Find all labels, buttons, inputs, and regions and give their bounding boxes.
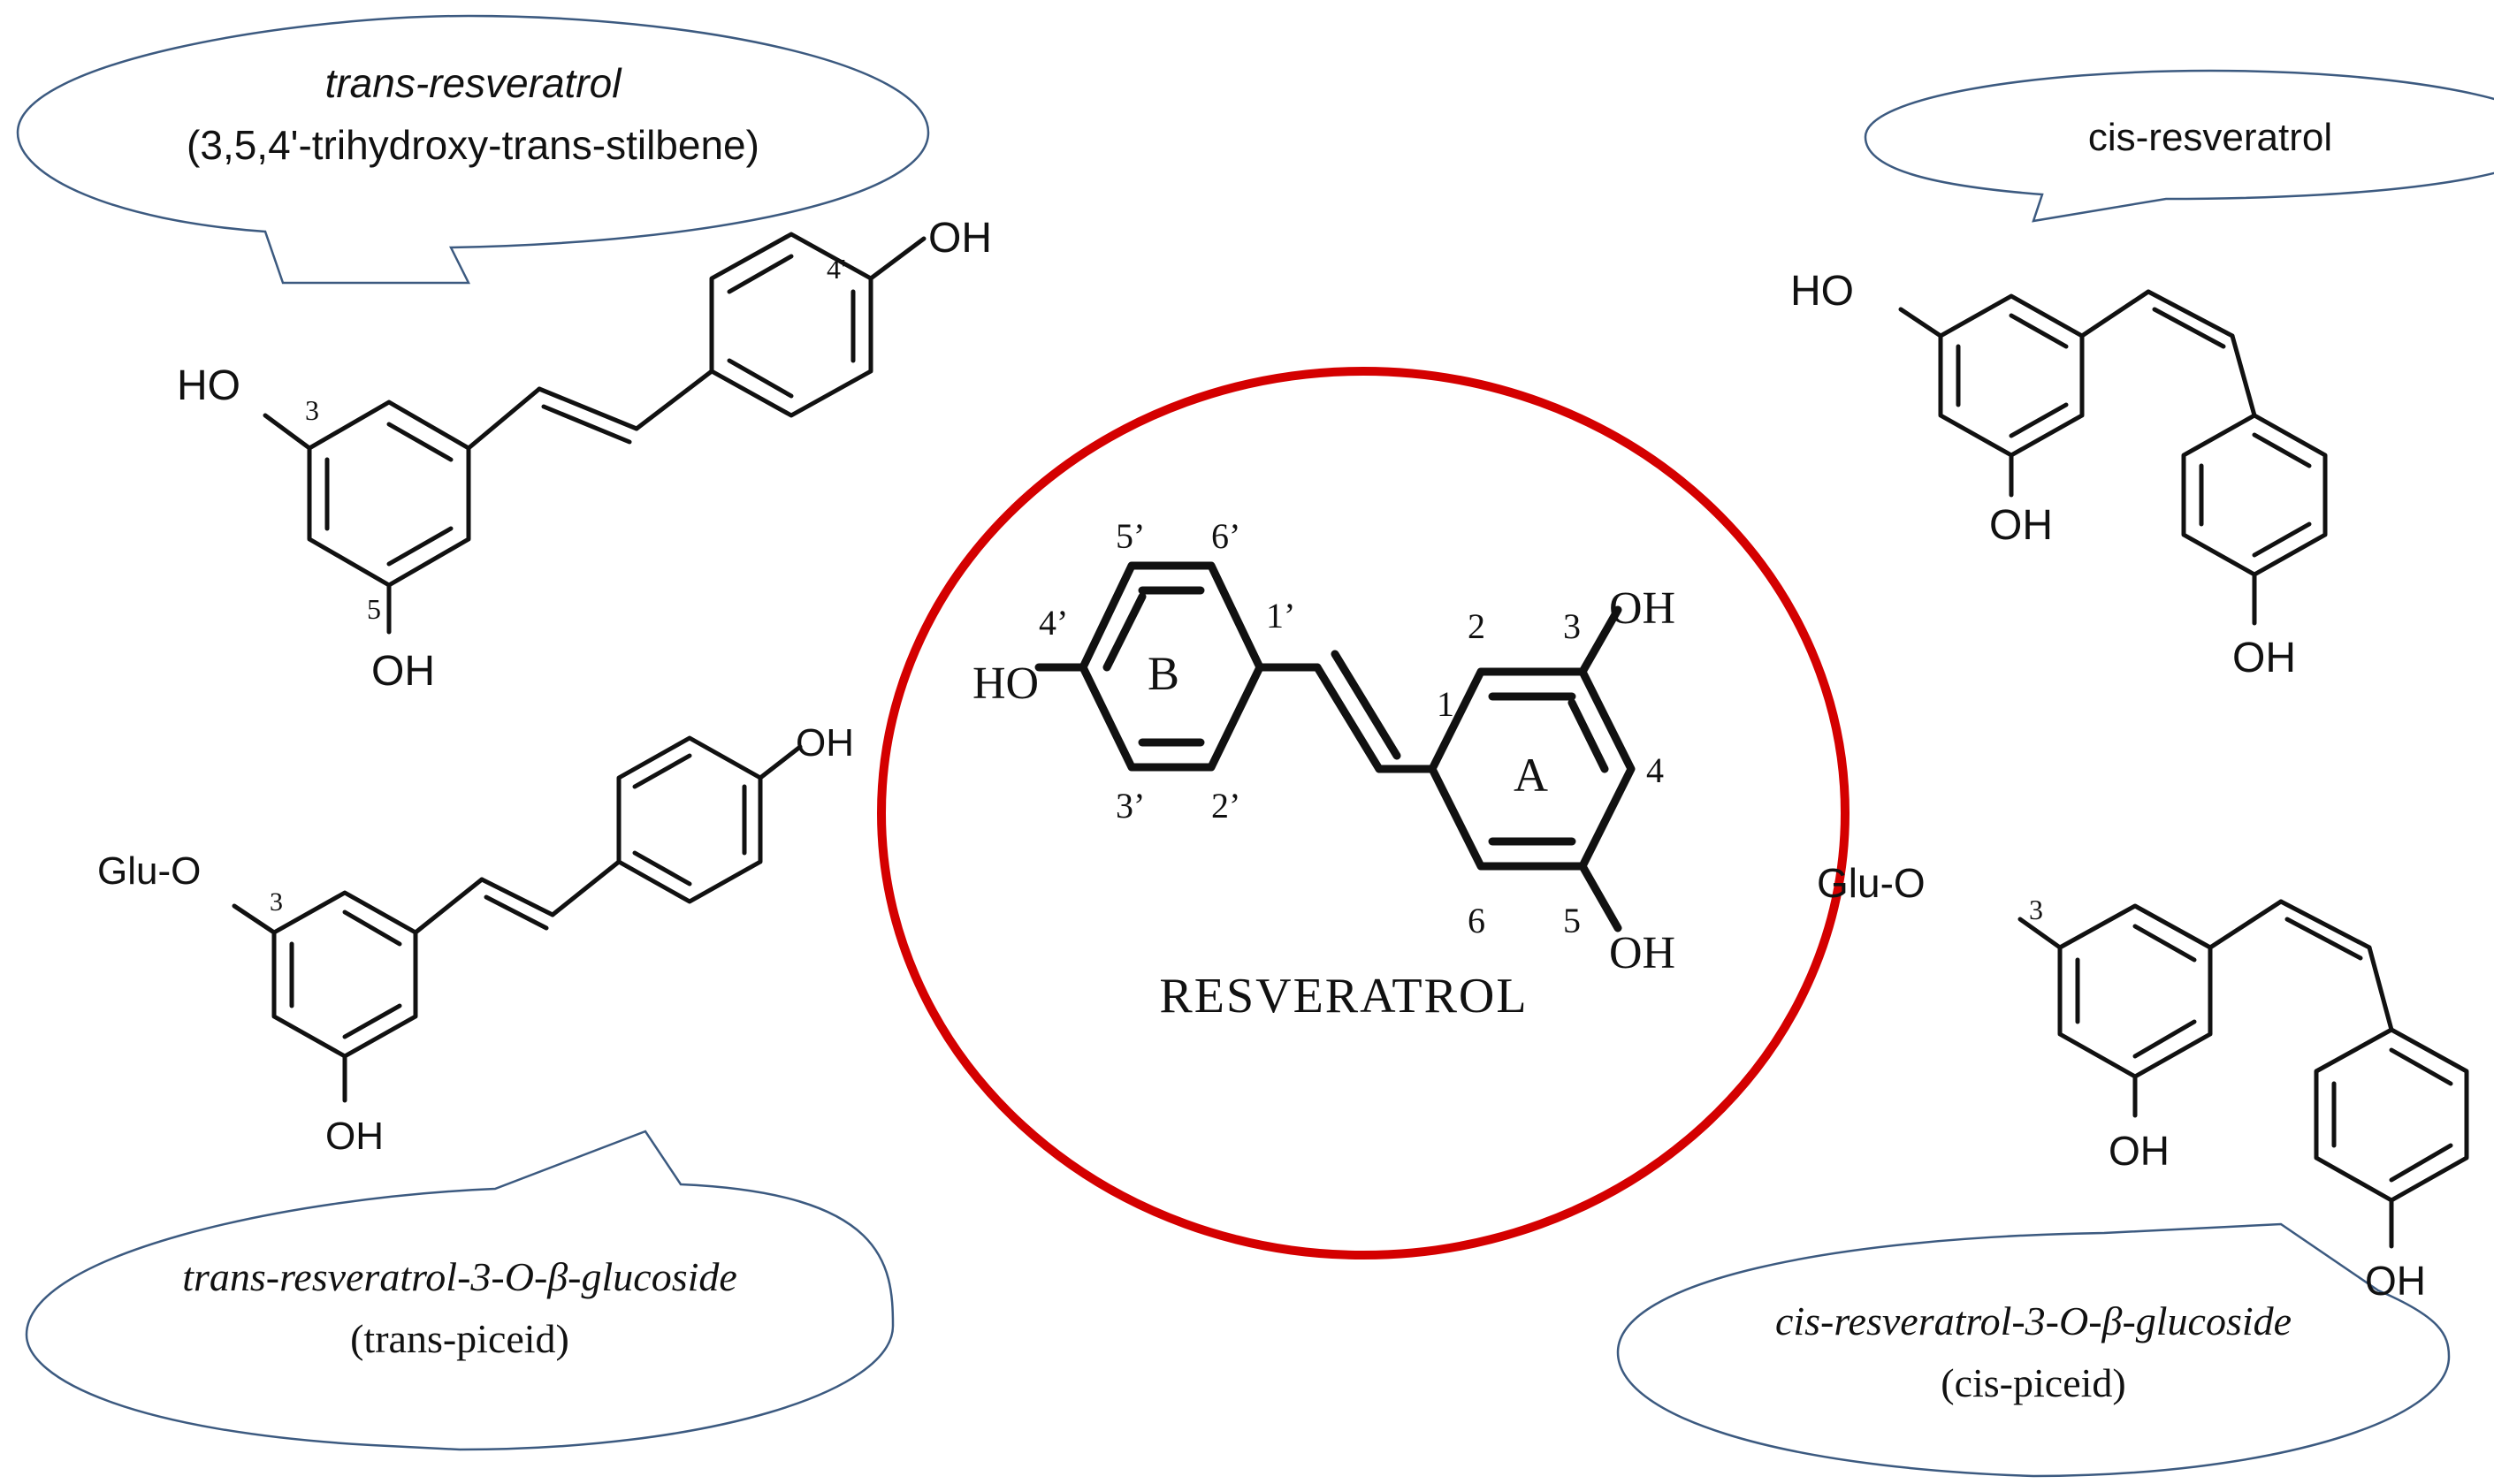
- cis-res-oh-5: OH: [1989, 502, 2053, 549]
- bubble-shape: [1864, 69, 2494, 223]
- trans-resveratrol-structure: HO 3 5 OH 4' OH: [177, 215, 992, 695]
- bubble-cis-resveratrol: cis-resveratrol: [1864, 69, 2494, 223]
- central-resveratrol: HO OH OH B A 4’ 5’ 6’ 1’ 3’ 2’ 1 2 3 4 5…: [877, 367, 1850, 1259]
- cis-piceid-glu-o: Glu-O: [1817, 860, 1926, 906]
- trans-res-pos-5: 5: [367, 593, 381, 625]
- cis-piceid-pos-3: 3: [2029, 894, 2043, 925]
- position-4p: 4’: [1039, 603, 1068, 643]
- trans-piceid-glu-o: Glu-O: [97, 849, 201, 893]
- position-5: 5: [1563, 901, 1581, 940]
- cis-piceid-title: cis-resveratrol-3-O-β-glucoside: [1775, 1298, 2292, 1343]
- trans-piceid-common-name: (trans-piceid): [350, 1316, 569, 1361]
- trans-piceid-title: trans-resveratrol-3-O-β-glucoside: [182, 1254, 737, 1299]
- central-structure: [1034, 561, 1636, 932]
- position-1p: 1’: [1266, 596, 1295, 635]
- cis-piceid-common-name: (cis-piceid): [1941, 1360, 2125, 1405]
- cis-resveratrol-title: cis-resveratrol: [2088, 116, 2332, 159]
- cis-resveratrol-structure: HO OH OH: [1790, 268, 2328, 681]
- position-6p: 6’: [1211, 516, 1240, 556]
- trans-res-oh-4p: OH: [928, 215, 992, 262]
- trans-piceid-structure: Glu-O 3 OH OH: [97, 721, 854, 1158]
- trans-res-pos-3: 3: [305, 394, 319, 426]
- central-oh-5-label: OH: [1609, 928, 1675, 978]
- ring-a-label: A: [1514, 749, 1548, 802]
- central-oh-3-label: OH: [1609, 583, 1675, 634]
- trans-resveratrol-title: trans-resveratrol: [325, 60, 623, 106]
- cis-res-oh-4p: OH: [2232, 635, 2296, 681]
- position-2p: 2’: [1211, 786, 1240, 826]
- cis-piceid-oh-4p: OH: [2365, 1258, 2426, 1304]
- bubble-cis-piceid: cis-resveratrol-3-O-β-glucoside (cis-pic…: [1616, 1222, 2451, 1478]
- cis-res-ho-3: HO: [1790, 268, 1854, 315]
- position-3p: 3’: [1116, 786, 1145, 826]
- bubble-trans-resveratrol: trans-resveratrol (3,5,4'-trihydroxy-tra…: [16, 14, 930, 285]
- central-red-ring: [877, 367, 1850, 1259]
- trans-res-ho-3: HO: [177, 362, 240, 409]
- cis-piceid-oh-5: OH: [2109, 1128, 2170, 1174]
- position-2: 2: [1468, 606, 1485, 646]
- ring-b-label: B: [1148, 647, 1179, 700]
- trans-piceid-oh-4p: OH: [796, 721, 854, 765]
- trans-piceid-pos-3: 3: [270, 887, 283, 917]
- trans-resveratrol-systematic-name: (3,5,4'-trihydroxy-trans-stilbene): [187, 122, 759, 168]
- resveratrol-label: RESVERATROL: [1159, 969, 1528, 1024]
- bubble-trans-piceid: trans-resveratrol-3-O-β-glucoside (trans…: [25, 1130, 895, 1451]
- position-5p: 5’: [1116, 516, 1145, 556]
- bubble-shape: [1616, 1222, 2451, 1478]
- trans-piceid-oh-5: OH: [325, 1115, 384, 1158]
- bubble-shape: [25, 1130, 895, 1451]
- bubble-shape: [16, 14, 930, 285]
- position-4: 4: [1646, 750, 1664, 790]
- trans-res-oh-5: OH: [371, 648, 435, 695]
- position-3: 3: [1563, 606, 1581, 646]
- position-6: 6: [1468, 901, 1485, 940]
- position-1: 1: [1437, 684, 1454, 724]
- trans-res-pos-4p: 4': [827, 253, 846, 285]
- central-ho-label: HO: [972, 658, 1039, 709]
- cis-piceid-structure: Glu-O 3 OH OH: [1817, 860, 2469, 1304]
